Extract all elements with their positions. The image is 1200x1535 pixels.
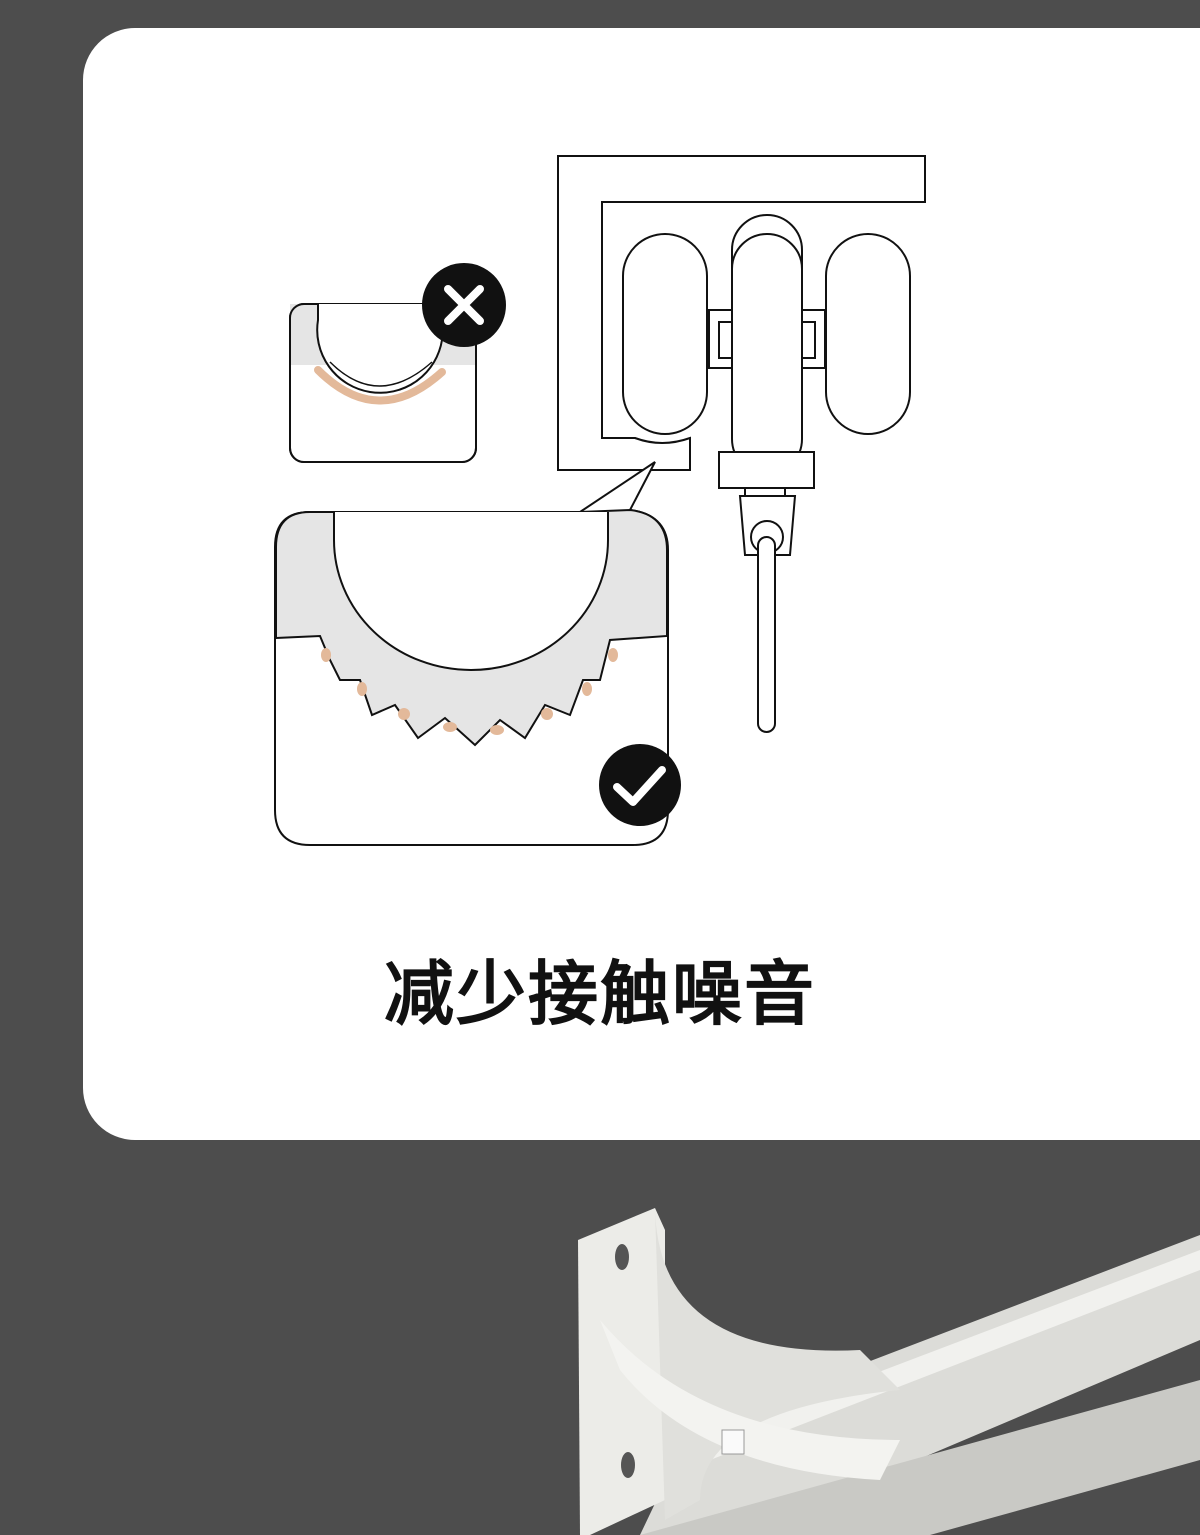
close-x-icon bbox=[422, 263, 506, 347]
curtain-rail-bracket-photo bbox=[578, 1208, 1200, 1535]
carriage-block bbox=[718, 451, 815, 489]
track-wheel-illustration bbox=[274, 155, 926, 846]
rail-profile bbox=[557, 155, 926, 471]
wheel-left bbox=[622, 233, 708, 435]
contact-dots bbox=[321, 648, 618, 735]
wheel-center bbox=[731, 233, 803, 475]
wheel-right bbox=[825, 233, 911, 435]
checkmark-icon bbox=[599, 744, 681, 826]
feature-title: 减少接触噪音 bbox=[384, 953, 816, 1035]
